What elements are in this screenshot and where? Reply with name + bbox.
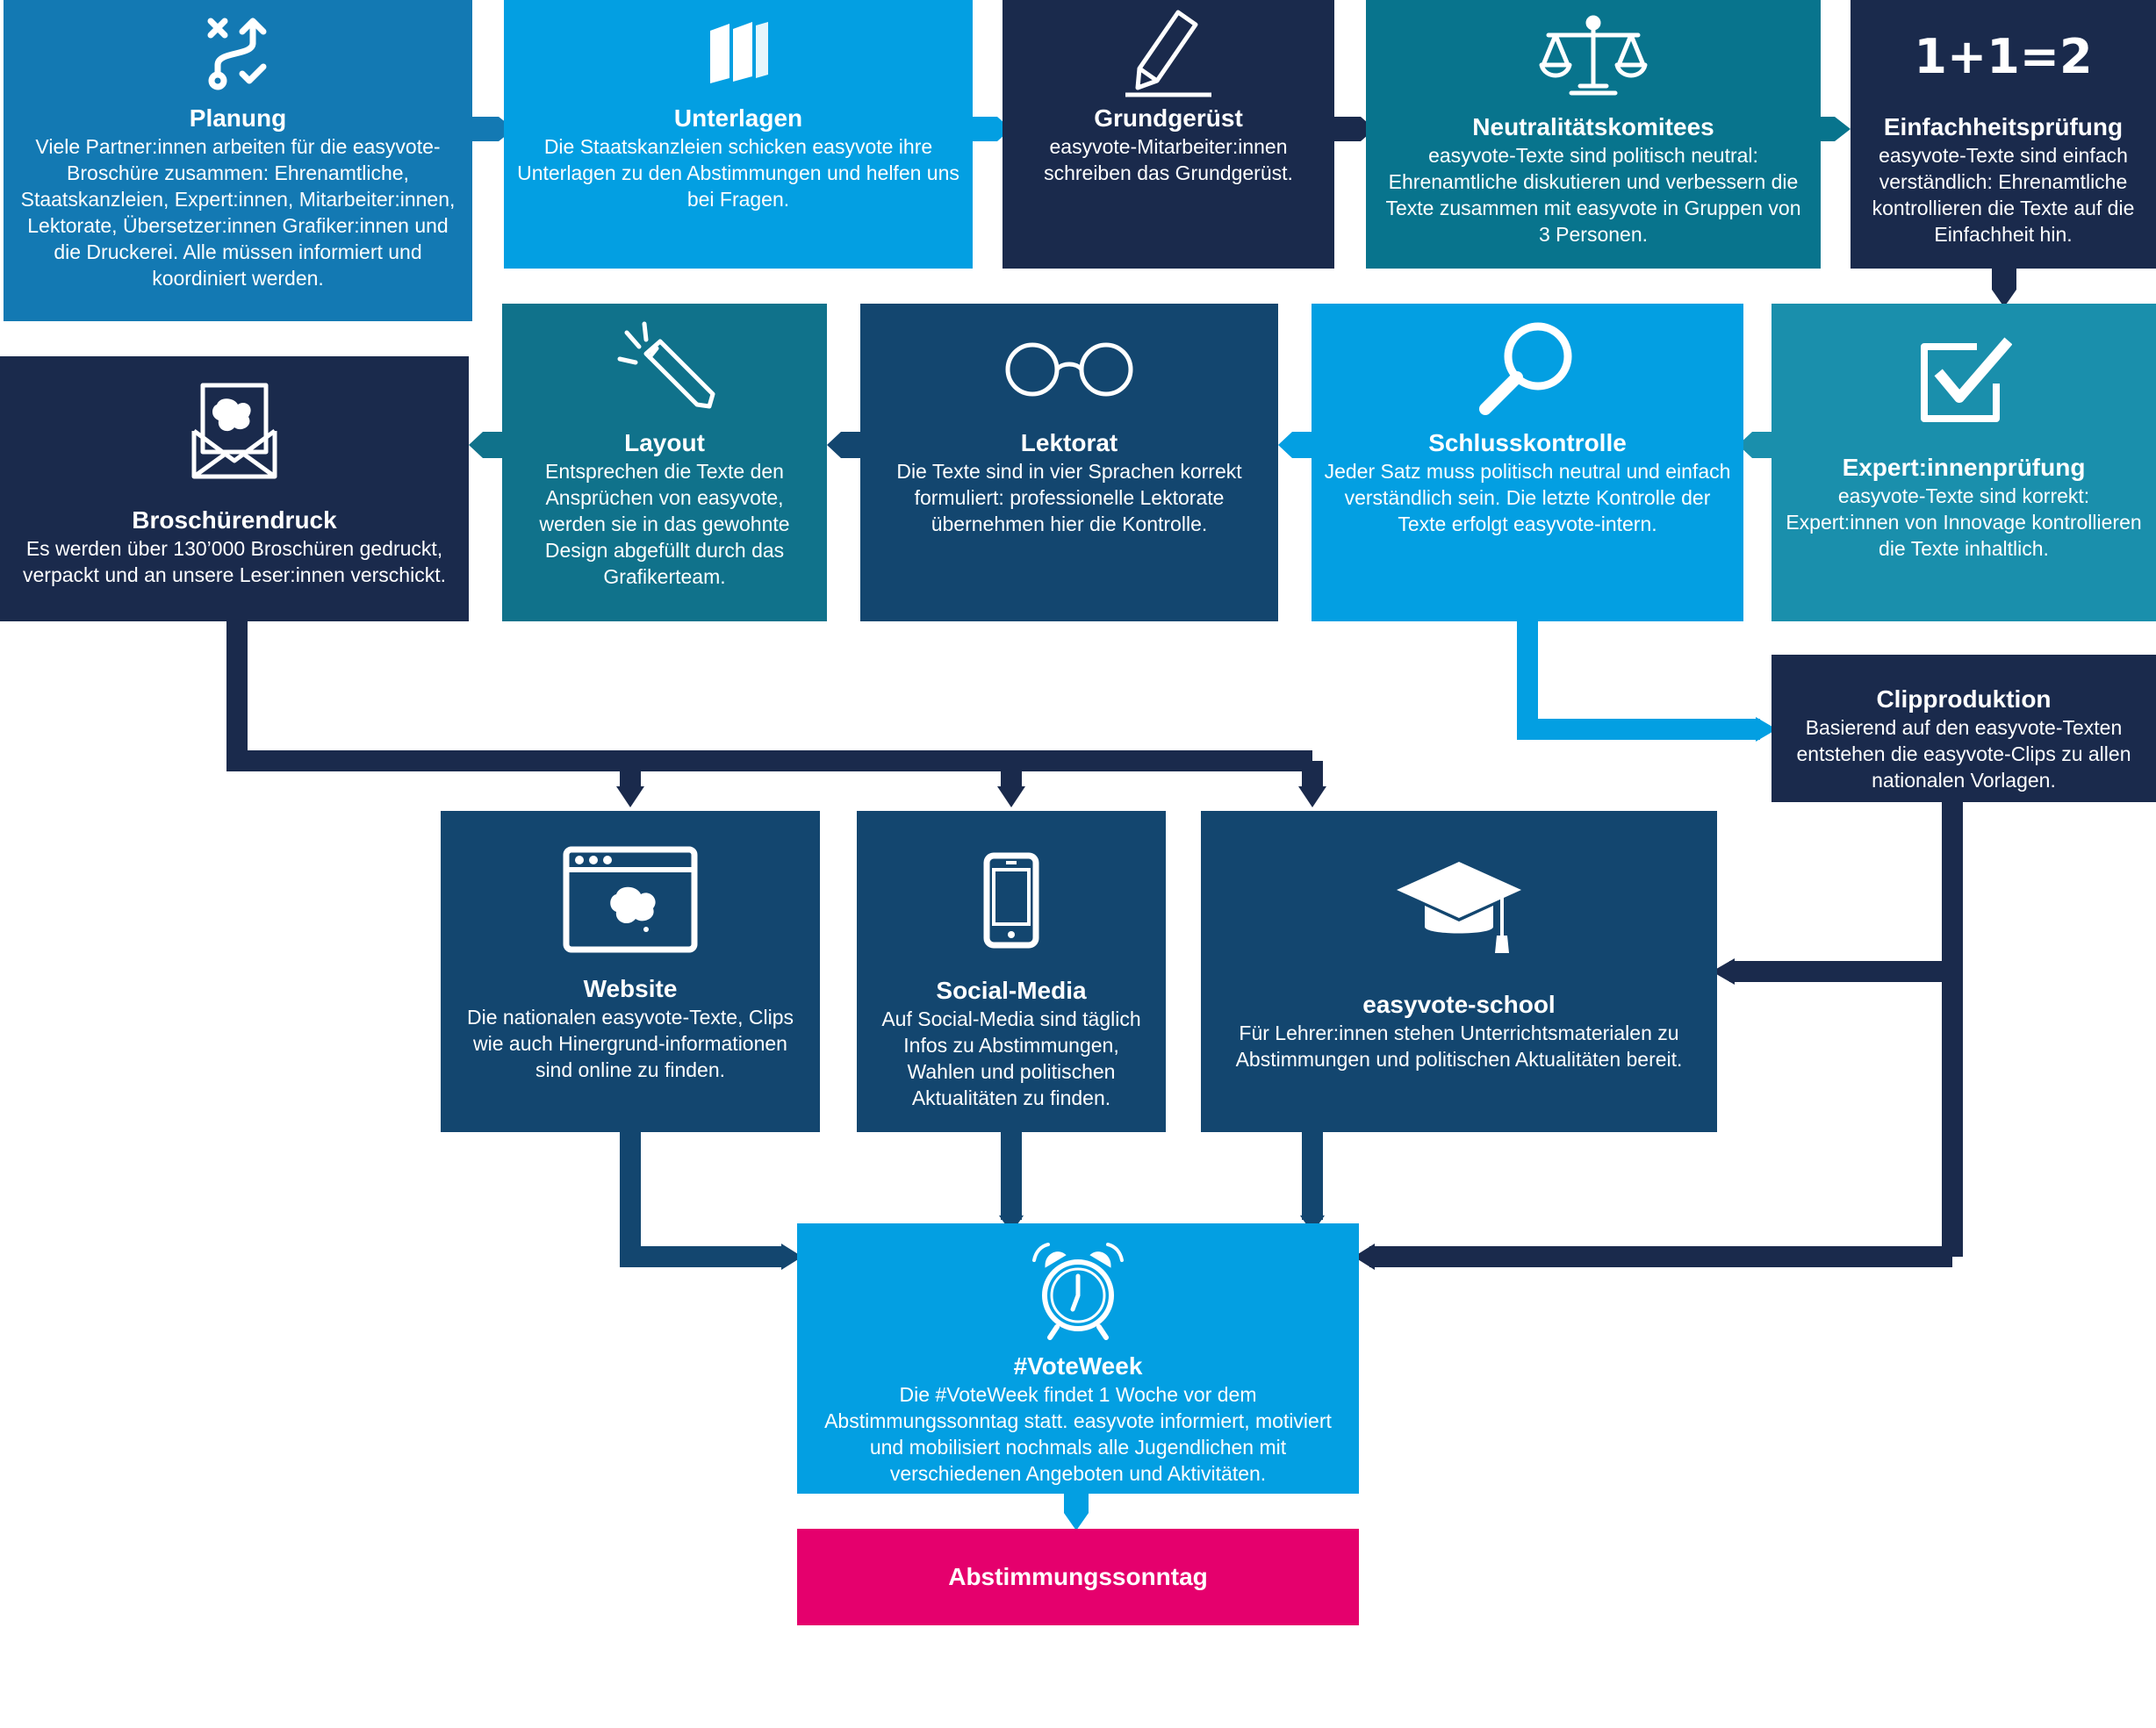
step-description: Basierend auf den easyvote-Texten entste… — [1796, 716, 2131, 792]
pen-tool-icon — [607, 304, 722, 428]
step-description: Auf Social-Media sind täglich Infos zu A… — [881, 1007, 1141, 1109]
arrow-schluss-lektorat — [1278, 432, 1312, 458]
step-title: Clipproduktion — [1876, 685, 2052, 713]
browser-icon — [562, 811, 699, 974]
step-description: Für Lehrer:innen stehen Unterrichtsmater… — [1235, 1022, 1683, 1071]
arrow-to-social — [997, 786, 1025, 807]
step-description: easyvote-Texte sind korrekt: Expert:inne… — [1786, 484, 2142, 560]
envelope-icon — [190, 356, 278, 505]
step-title: Grundgerüst — [1094, 104, 1243, 132]
step-description: Die #VoteWeek findet 1 Woche vor dem Abs… — [824, 1383, 1332, 1485]
step-druck: Broschürendruck Es werden über 130’000 B… — [0, 356, 469, 621]
arrow-lektorat-layout — [827, 432, 860, 458]
arrow-layout-druck — [469, 432, 502, 458]
step-schluss: Schlusskontrolle Jeder Satz muss politis… — [1312, 304, 1743, 621]
step-abstimmungssonntag: Abstimmungssonntag — [797, 1529, 1359, 1625]
step-school: easyvote-school Für Lehrer:innen stehen … — [1201, 811, 1717, 1132]
step-voteweek: #VoteWeek Die #VoteWeek findet 1 Woche v… — [797, 1223, 1359, 1494]
books-icon — [703, 0, 773, 104]
step-social: Social-Media Auf Social-Media sind tägli… — [857, 811, 1166, 1132]
step-title: Neutralitätskomitees — [1472, 113, 1714, 140]
step-neutralitaet: Neutralitätskomitees easyvote-Texte sind… — [1366, 0, 1821, 269]
step-website: Website Die nationalen easyvote-Texte, C… — [441, 811, 820, 1132]
step-title: easyvote-school — [1362, 991, 1556, 1018]
checkbox-icon — [1915, 304, 2012, 453]
step-description: Die nationalen easyvote-Texte, Clips wie… — [466, 1006, 794, 1081]
step-title: Website — [583, 975, 678, 1002]
step-title: Planung — [189, 104, 287, 132]
pencil-icon — [1120, 0, 1217, 104]
arrow-neutralitaet-einfachheit — [1821, 117, 1851, 141]
step-lektorat: Lektorat Die Texte sind in vier Sprachen… — [860, 304, 1278, 621]
step-description: Die Staatskanzleien schicken easyvote ih… — [517, 135, 959, 211]
step-expert: Expert:innenprüfung easyvote-Texte sind … — [1772, 304, 2156, 621]
step-description: Viele Partner:innen arbeiten für die eas… — [20, 135, 456, 290]
step-description: easyvote-Texte sind einfach verständlich… — [1872, 144, 2135, 246]
step-clip: Clipproduktion Basierend auf den easyvot… — [1772, 655, 2156, 802]
arrow-to-website — [616, 786, 644, 807]
math-icon-text: 1+1=2 — [1914, 28, 2093, 84]
step-title: #VoteWeek — [1013, 1352, 1143, 1380]
step-layout: Layout Entsprechen die Texte den Ansprüc… — [502, 304, 827, 621]
step-grundgeruest: Grundgerüst easyvote-Mitarbeiter:innen s… — [1003, 0, 1334, 269]
step-title: Einfachheitsprüfung — [1883, 113, 2124, 140]
graduation-cap-icon — [1393, 811, 1525, 990]
step-description: Entsprechen die Texte den Ansprüchen von… — [539, 460, 790, 588]
phone-icon — [983, 811, 1039, 976]
step-title: Expert:innenprüfung — [1842, 454, 2086, 481]
arrow-to-school — [1298, 786, 1326, 807]
step-description: easyvote-Mitarbeiter:innen schreiben das… — [1044, 135, 1293, 184]
step-title: Layout — [624, 429, 705, 456]
glasses-icon — [999, 304, 1139, 428]
step-unterlagen: Unterlagen Die Staatskanzleien schicken … — [504, 0, 973, 269]
step-description: easyvote-Texte sind politisch neutral: E… — [1385, 144, 1801, 246]
step-title: Social-Media — [936, 977, 1087, 1004]
step-title: Unterlagen — [673, 104, 803, 132]
step-planung: Planung Viele Partner:innen arbeiten für… — [4, 0, 472, 321]
step-title: Schlusskontrolle — [1428, 429, 1627, 456]
step-description: Jeder Satz muss politisch neutral und ei… — [1324, 460, 1731, 535]
step-description: Es werden über 130’000 Broschüren gedruc… — [23, 537, 446, 586]
step-title: Abstimmungssonntag — [948, 1563, 1208, 1590]
step-title: Broschürendruck — [132, 506, 337, 534]
arrow-einfachheit-expert — [1992, 269, 2016, 307]
magnifier-icon — [1475, 304, 1580, 428]
step-description: Die Texte sind in vier Sprachen korrekt … — [896, 460, 1242, 535]
arrow-voteweek-sonntag — [1064, 1492, 1089, 1531]
step-title: Lektorat — [1020, 429, 1118, 456]
scale-icon — [1536, 0, 1650, 112]
route-icon — [198, 0, 277, 104]
alarm-clock-icon — [1025, 1223, 1131, 1352]
math-icon: 1+1=2 — [1914, 0, 2092, 112]
step-einfachheit: 1+1=2 Einfachheitsprüfung easyvote-Texte… — [1851, 0, 2156, 269]
